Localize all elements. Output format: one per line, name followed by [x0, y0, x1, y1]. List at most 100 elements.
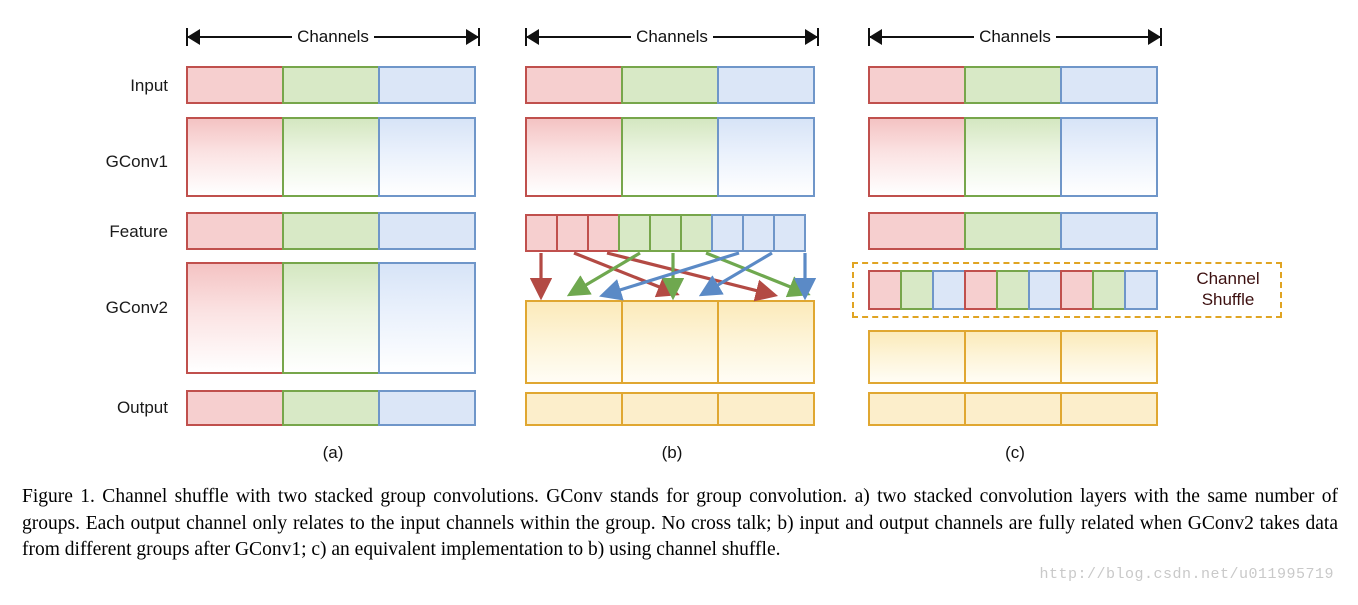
block-group-yellow — [717, 300, 815, 384]
block-group-yellow — [964, 392, 1062, 426]
block-group-blue — [717, 66, 815, 104]
channels-axis-a: Channels — [186, 22, 480, 52]
block-group-red — [186, 212, 284, 250]
block-group-blue — [1060, 212, 1158, 250]
panel-c-row-output — [868, 392, 1162, 426]
block-group-green — [621, 117, 719, 197]
block-group-yellow — [717, 392, 815, 426]
block-group-green — [282, 66, 380, 104]
watermark-text: http://blog.csdn.net/u011995719 — [1039, 566, 1334, 583]
feature-cell — [618, 214, 651, 252]
shuffle-cell — [964, 270, 998, 310]
block-group-yellow — [964, 330, 1062, 384]
shuffle-cell — [900, 270, 934, 310]
row-label-gconv1: GConv1 — [105, 152, 168, 171]
block-group-red — [868, 212, 966, 250]
feature-cell — [649, 214, 682, 252]
block-group-red — [186, 262, 284, 374]
panel-a-row-feature — [186, 212, 480, 250]
channel-shuffle-box — [852, 262, 1282, 318]
channels-axis-c: Channels — [868, 22, 1162, 52]
feature-cell — [711, 214, 744, 252]
shuffle-cell — [932, 270, 966, 310]
axis-label-wrap: Channels — [186, 22, 480, 51]
axis-arrowhead-left — [187, 29, 200, 45]
feature-subgroup-blue — [711, 214, 806, 252]
axis-cap-right — [817, 28, 819, 46]
panel-a-row-output — [186, 390, 480, 426]
block-group-green — [964, 117, 1062, 197]
axis-arrowhead-right — [805, 29, 818, 45]
axis-arrowhead-right — [1148, 29, 1161, 45]
block-group-red — [186, 66, 284, 104]
shuffle-arrow-b1 — [698, 251, 773, 297]
block-group-red — [525, 66, 623, 104]
panel-c-row-feature — [868, 212, 1162, 250]
feature-cell — [525, 214, 558, 252]
axis-label-wrap: Channels — [525, 22, 819, 51]
axis-arrowhead-left — [869, 29, 882, 45]
channel-shuffle-label-line2: Shuffle — [1201, 290, 1255, 309]
figure-caption: Figure 1. Channel shuffle with two stack… — [22, 486, 1338, 560]
block-group-red — [186, 390, 284, 426]
block-group-green — [964, 212, 1062, 250]
panel-c-row-input — [868, 66, 1162, 104]
channel-shuffle-label: Channel Shuffle — [1180, 268, 1276, 310]
shuffle-cell — [1124, 270, 1158, 310]
feature-subgroup-green — [618, 214, 713, 252]
panel-a-row-input — [186, 66, 480, 104]
panel-b-row-input — [525, 66, 819, 104]
block-group-green — [282, 262, 380, 374]
block-group-red — [186, 117, 284, 197]
channels-axis-b: Channels — [525, 22, 819, 52]
feature-cell — [587, 214, 620, 252]
block-group-yellow — [868, 330, 966, 384]
channels-label: Channels — [974, 27, 1056, 46]
block-group-yellow — [621, 300, 719, 384]
shuffle-arrow-g0 — [566, 251, 641, 297]
block-group-blue — [378, 66, 476, 104]
block-group-yellow — [525, 300, 623, 384]
channels-label: Channels — [631, 27, 713, 46]
row-label-feature: Feature — [109, 222, 168, 241]
panel-c-row-gconv1 — [868, 117, 1162, 197]
block-group-red — [868, 117, 966, 197]
shuffle-arrow-g2 — [705, 251, 811, 298]
shuffle-cell — [996, 270, 1030, 310]
row-label-gconv2: GConv2 — [105, 298, 168, 317]
panel-a-row-gconv2 — [186, 262, 480, 374]
block-group-red — [868, 66, 966, 104]
block-group-yellow — [1060, 392, 1158, 426]
block-group-green — [282, 212, 380, 250]
panel-letter-b: (b) — [661, 443, 683, 462]
panel-letter-a: (a) — [322, 443, 344, 462]
axis-label-wrap: Channels — [868, 22, 1162, 51]
shuffle-arrow-r1 — [573, 251, 680, 298]
block-group-green — [282, 117, 380, 197]
block-group-blue — [1060, 117, 1158, 197]
axis-arrowhead-left — [526, 29, 539, 45]
feature-cell — [556, 214, 589, 252]
block-group-yellow — [525, 392, 623, 426]
block-group-blue — [378, 390, 476, 426]
shuffle-cell — [868, 270, 902, 310]
block-group-blue — [378, 117, 476, 197]
shuffle-arrow-b0 — [599, 251, 740, 301]
row-label-output: Output — [116, 398, 168, 417]
block-group-yellow — [621, 392, 719, 426]
block-group-yellow — [1060, 330, 1158, 384]
shuffle-arrow-r2 — [606, 251, 779, 302]
panel-b-row-output — [525, 392, 819, 426]
block-group-red — [525, 117, 623, 197]
block-group-green — [621, 66, 719, 104]
axis-cap-right — [478, 28, 480, 46]
row-label-input: Input — [130, 76, 168, 95]
axis-cap-right — [1160, 28, 1162, 46]
feature-cell — [680, 214, 713, 252]
panel-c-row-shuffle — [868, 270, 1162, 310]
axis-arrowhead-right — [466, 29, 479, 45]
feature-subgroup-red — [525, 214, 620, 252]
panel-c-row-gconv2 — [868, 330, 1162, 384]
panel-b-row-gconv2 — [525, 300, 819, 384]
